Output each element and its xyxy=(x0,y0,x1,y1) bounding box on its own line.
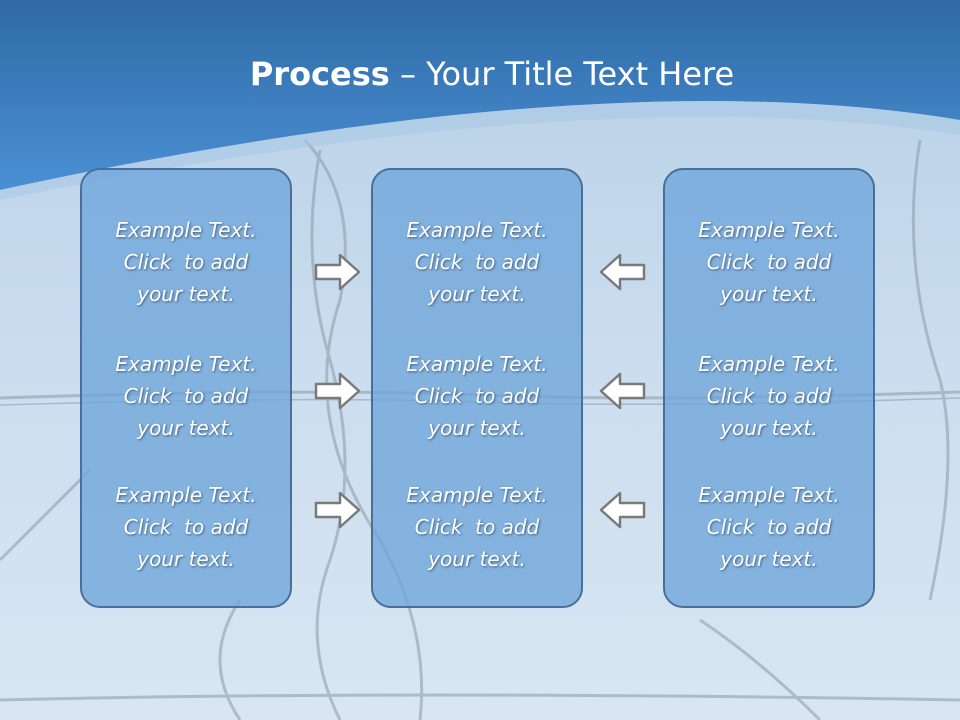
slide-title[interactable]: Process – Your Title Text Here xyxy=(0,52,960,96)
panel-text[interactable]: Example Text. Click to add your text. xyxy=(698,218,840,306)
right-arrow-icon[interactable] xyxy=(314,490,362,530)
panel-text[interactable]: Example Text. Click to add your text. xyxy=(115,483,257,571)
left-arrow-icon[interactable] xyxy=(598,371,646,411)
title-rest: – Your Title Text Here xyxy=(389,55,735,93)
header-curve xyxy=(0,101,960,200)
process-panel-left[interactable]: Example Text. Click to add your text. Ex… xyxy=(80,168,292,608)
right-arrow-icon[interactable] xyxy=(314,252,362,292)
panel-text[interactable]: Example Text. Click to add your text. xyxy=(698,352,840,440)
panel-text[interactable]: Example Text. Click to add your text. xyxy=(406,483,548,571)
title-bold: Process xyxy=(249,55,390,93)
panel-text[interactable]: Example Text. Click to add your text. xyxy=(406,352,548,440)
process-panel-center[interactable]: Example Text. Click to add your text. Ex… xyxy=(371,168,583,608)
header-band xyxy=(0,0,960,190)
panel-text[interactable]: Example Text. Click to add your text. xyxy=(406,218,548,306)
panel-text[interactable]: Example Text. Click to add your text. xyxy=(698,483,840,571)
panel-text[interactable]: Example Text. Click to add your text. xyxy=(115,352,257,440)
left-arrow-icon[interactable] xyxy=(598,490,646,530)
panel-text[interactable]: Example Text. Click to add your text. xyxy=(115,218,257,306)
right-arrow-icon[interactable] xyxy=(314,371,362,411)
left-arrow-icon[interactable] xyxy=(598,252,646,292)
process-panel-right[interactable]: Example Text. Click to add your text. Ex… xyxy=(663,168,875,608)
